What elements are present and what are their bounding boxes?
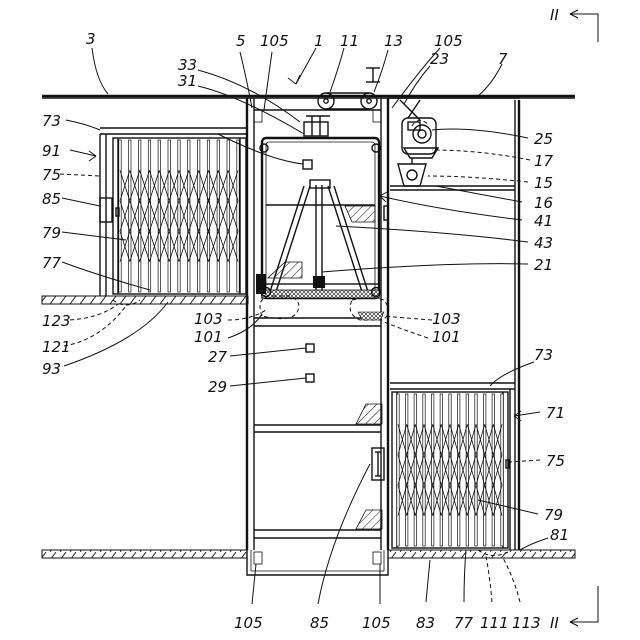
gate-bar bbox=[414, 394, 416, 546]
label-105: 105 bbox=[260, 32, 289, 50]
gate-bar bbox=[227, 140, 229, 292]
label-77: 77 bbox=[42, 254, 62, 272]
label-75: 75 bbox=[42, 166, 61, 184]
label-41: 41 bbox=[534, 212, 553, 230]
label-105: 105 bbox=[434, 32, 463, 50]
car-hanger bbox=[304, 116, 330, 136]
label-31: 31 bbox=[178, 72, 197, 90]
control-box-29 bbox=[306, 374, 314, 382]
gate-bar bbox=[188, 140, 190, 292]
label-11: 11 bbox=[340, 32, 359, 50]
gate-bar bbox=[217, 140, 219, 292]
label-79: 79 bbox=[42, 224, 61, 242]
section-mark-bottom: II bbox=[550, 586, 598, 632]
label-93: 93 bbox=[42, 360, 61, 378]
label-25: 25 bbox=[534, 130, 553, 148]
gate-handle-85-shaft bbox=[372, 448, 384, 480]
gate-bar bbox=[423, 394, 425, 546]
label-81: 81 bbox=[550, 526, 569, 544]
label-123: 123 bbox=[42, 312, 71, 330]
label-73: 73 bbox=[534, 346, 553, 364]
label-13: 13 bbox=[384, 32, 403, 50]
label-3: 3 bbox=[86, 30, 96, 48]
gate-bar bbox=[178, 140, 180, 292]
gate-bar bbox=[237, 140, 239, 292]
lower-floor bbox=[42, 550, 575, 575]
gate-bar bbox=[207, 140, 209, 292]
i-beam-icon bbox=[366, 68, 380, 82]
label-91: 91 bbox=[42, 142, 61, 160]
elevator-car bbox=[256, 138, 381, 298]
label-85: 85 bbox=[42, 190, 61, 208]
left-landing-gate bbox=[100, 128, 248, 296]
label-101: 101 bbox=[432, 328, 461, 346]
gate-bar bbox=[492, 394, 494, 546]
label-23: 23 bbox=[430, 50, 449, 68]
svg-text:II: II bbox=[550, 614, 559, 632]
gate-bar bbox=[158, 140, 160, 292]
gate-bar bbox=[129, 140, 131, 292]
label-27: 27 bbox=[208, 348, 228, 366]
shaft-frame bbox=[247, 98, 388, 564]
gate-bar bbox=[139, 140, 141, 292]
label-85: 85 bbox=[310, 614, 329, 632]
gate-bar bbox=[397, 394, 399, 546]
label-105: 105 bbox=[362, 614, 391, 632]
svg-text:II: II bbox=[550, 6, 559, 24]
gate-bar bbox=[440, 394, 442, 546]
gate-bar bbox=[458, 394, 460, 546]
gate-bar bbox=[466, 394, 468, 546]
gate-bar bbox=[501, 394, 503, 546]
gate-bar bbox=[432, 394, 434, 546]
hoist-machine bbox=[384, 100, 438, 220]
label-29: 29 bbox=[208, 378, 227, 396]
upper-left-floor bbox=[42, 296, 248, 304]
label-111: 111 bbox=[480, 614, 509, 632]
section-mark-top: II bbox=[550, 6, 598, 42]
gate-bar bbox=[198, 140, 200, 292]
collapsible-gate-79-left bbox=[119, 140, 239, 292]
label-15: 15 bbox=[534, 174, 553, 192]
label-103: 103 bbox=[194, 310, 223, 328]
reference-numerals: 3 5 105 1 11 13 105 23 7 33 31 73 91 75 … bbox=[42, 30, 569, 632]
label-75: 75 bbox=[546, 452, 565, 470]
label-83: 83 bbox=[416, 614, 435, 632]
label-43: 43 bbox=[534, 234, 553, 252]
control-box-27 bbox=[306, 344, 314, 352]
label-121: 121 bbox=[42, 338, 71, 356]
label-105: 105 bbox=[234, 614, 263, 632]
gate-bar bbox=[148, 140, 150, 292]
label-1: 1 bbox=[314, 32, 324, 50]
gate-bar bbox=[406, 394, 408, 546]
label-101: 101 bbox=[194, 328, 223, 346]
label-7: 7 bbox=[498, 50, 508, 68]
gate-bar bbox=[168, 140, 170, 292]
gate-bar bbox=[449, 394, 451, 546]
collapsible-gate-79-right bbox=[397, 394, 503, 546]
label-113: 113 bbox=[512, 614, 541, 632]
label-103: 103 bbox=[432, 310, 461, 328]
label-17: 17 bbox=[534, 152, 554, 170]
label-71: 71 bbox=[546, 404, 565, 422]
label-77: 77 bbox=[454, 614, 474, 632]
label-21: 21 bbox=[534, 256, 553, 274]
gate-bar bbox=[484, 394, 486, 546]
label-79: 79 bbox=[544, 506, 563, 524]
label-73: 73 bbox=[42, 112, 61, 130]
gate-bar bbox=[475, 394, 477, 546]
label-5: 5 bbox=[236, 32, 246, 50]
label-16: 16 bbox=[534, 194, 553, 212]
